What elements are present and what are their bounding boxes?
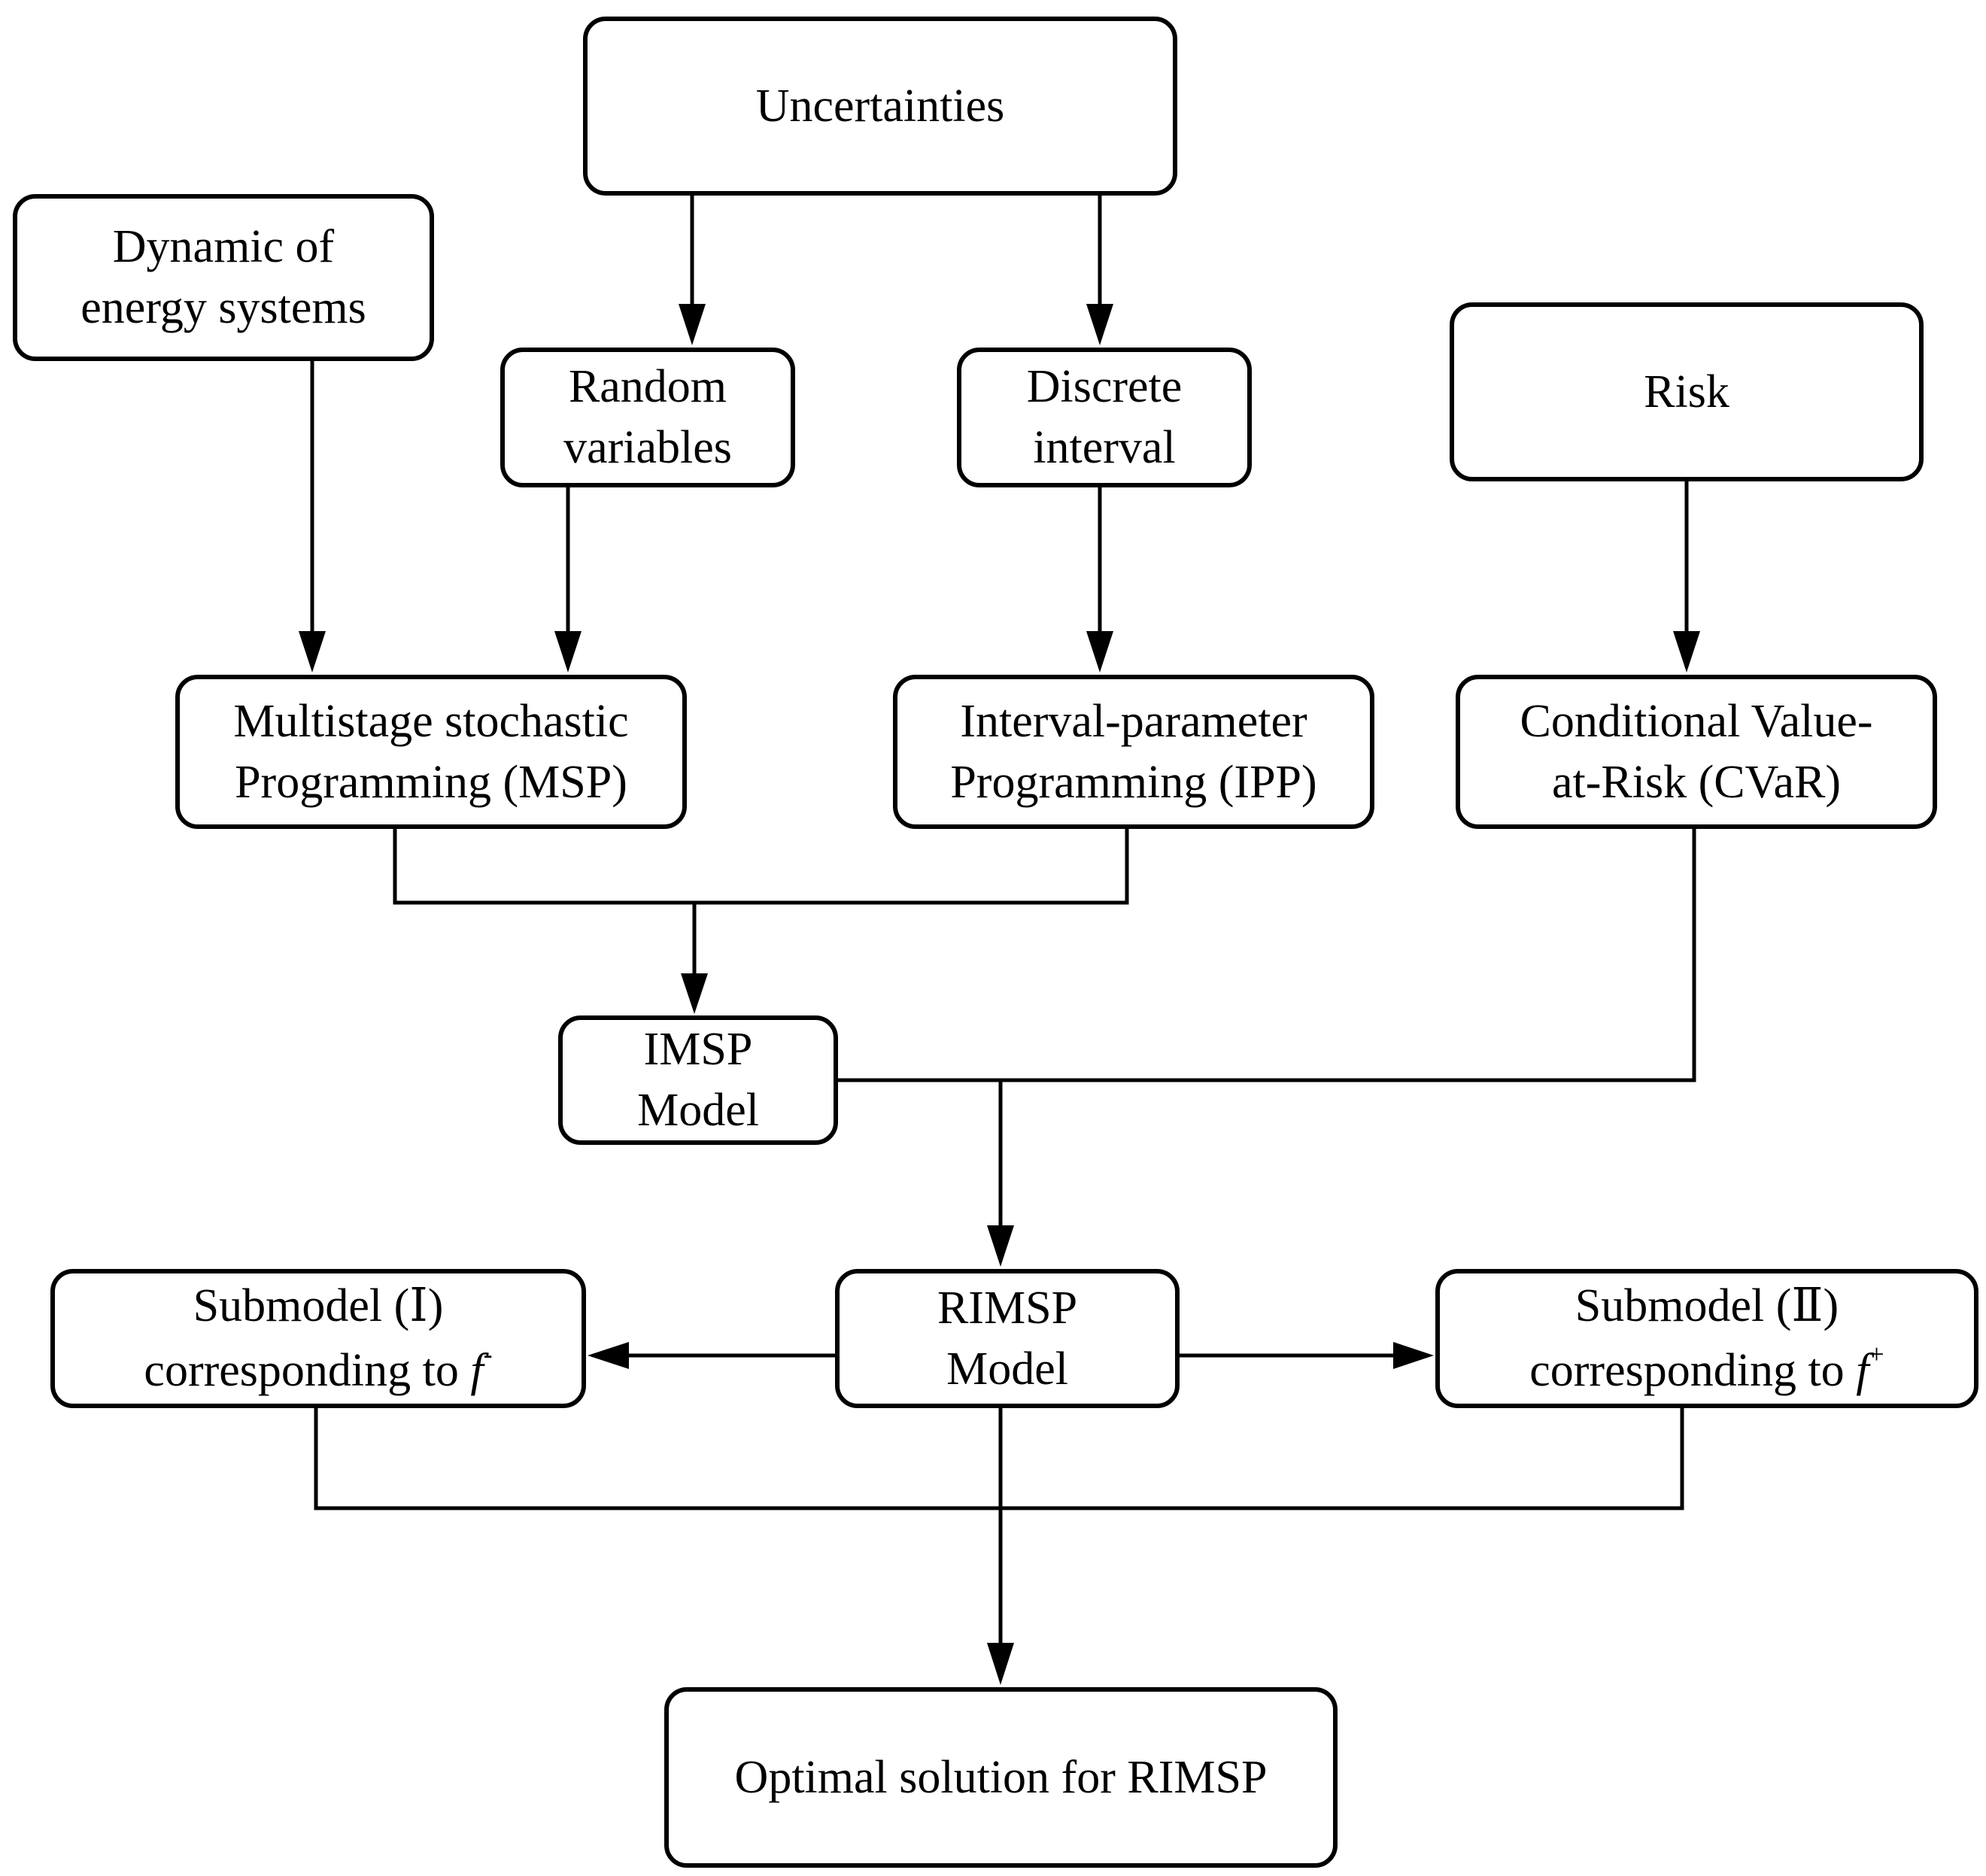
arrowhead-imsp (681, 973, 708, 1014)
node-sub2-sup: + (1869, 1339, 1884, 1369)
node-random-line-2: variables (563, 422, 732, 473)
node-imsp-line-1: IMSP (643, 1024, 753, 1076)
node-imsp-line-2: Model (637, 1085, 759, 1136)
arrowhead-sub1 (588, 1342, 629, 1369)
arrowhead-sub2 (1393, 1342, 1434, 1369)
node-random-line-1: Random (568, 361, 727, 413)
node-sub2-line-1: Submodel (Ⅱ) (1575, 1280, 1839, 1332)
node-msp-line-1: Multistage stochastic (233, 695, 629, 747)
node-rimsp-line-2: Model (946, 1343, 1068, 1395)
node-sub2-var: f (1856, 1345, 1869, 1396)
node-sub1-line-2: corresponding to f- (144, 1337, 492, 1401)
node-ipp-line-1: Interval-parameter (960, 695, 1307, 747)
node-random: Random variables (500, 348, 795, 487)
node-dynamic-line-1: Dynamic of (112, 221, 335, 273)
node-rimsp: RIMSP Model (835, 1269, 1180, 1408)
arrowhead-discrete (1086, 304, 1113, 345)
node-imsp: IMSP Model (558, 1015, 838, 1145)
node-sub1-line-1: Submodel (Ⅰ) (193, 1280, 444, 1332)
node-ipp: Interval-parameter Programming (IPP) (893, 675, 1374, 829)
arrowhead-msp-right (554, 631, 582, 672)
arrowhead-random (679, 304, 706, 345)
arrowhead-rimsp (987, 1225, 1014, 1267)
node-uncertainties: Uncertainties (583, 17, 1177, 196)
node-uncertainties-line-1: Uncertainties (755, 80, 1005, 132)
node-risk-line-1: Risk (1644, 366, 1729, 417)
node-msp: Multistage stochastic Programming (MSP) (175, 675, 687, 829)
edge-msp-ipp-merge (393, 829, 1129, 905)
node-discrete-line-2: interval (1033, 422, 1176, 473)
node-sub2-prefix: corresponding to (1529, 1345, 1857, 1396)
node-sub1-sup: - (483, 1339, 493, 1369)
node-risk: Risk (1450, 302, 1924, 481)
node-optimal-line-1: Optimal solution for RIMSP (734, 1751, 1268, 1803)
arrowhead-optimal (987, 1643, 1014, 1685)
arrowhead-ipp (1086, 631, 1113, 672)
node-sub2-line-2: corresponding to f+ (1529, 1337, 1884, 1401)
node-ipp-line-2: Programming (IPP) (950, 756, 1317, 808)
arrowhead-cvar (1673, 631, 1700, 672)
node-cvar: Conditional Value- at-Risk (CVaR) (1456, 675, 1937, 829)
node-rimsp-line-1: RIMSP (937, 1282, 1078, 1334)
node-optimal: Optimal solution for RIMSP (664, 1687, 1338, 1868)
arrowhead-msp-left (299, 631, 326, 672)
node-msp-line-2: Programming (MSP) (235, 756, 627, 808)
node-dynamic: Dynamic of energy systems (13, 194, 434, 361)
node-discrete-line-1: Discrete (1026, 361, 1183, 413)
node-cvar-line-2: at-Risk (CVaR) (1551, 756, 1842, 808)
node-sub2: Submodel (Ⅱ) corresponding to f+ (1435, 1269, 1978, 1408)
node-dynamic-line-2: energy systems (80, 282, 366, 333)
node-discrete: Discrete interval (957, 348, 1252, 487)
node-sub1: Submodel (Ⅰ) corresponding to f- (50, 1269, 586, 1408)
node-sub1-var: f (470, 1345, 484, 1396)
node-cvar-line-1: Conditional Value- (1520, 695, 1873, 747)
node-sub1-prefix: corresponding to (144, 1345, 471, 1396)
edge-cvar-rimsp (838, 829, 1696, 1082)
